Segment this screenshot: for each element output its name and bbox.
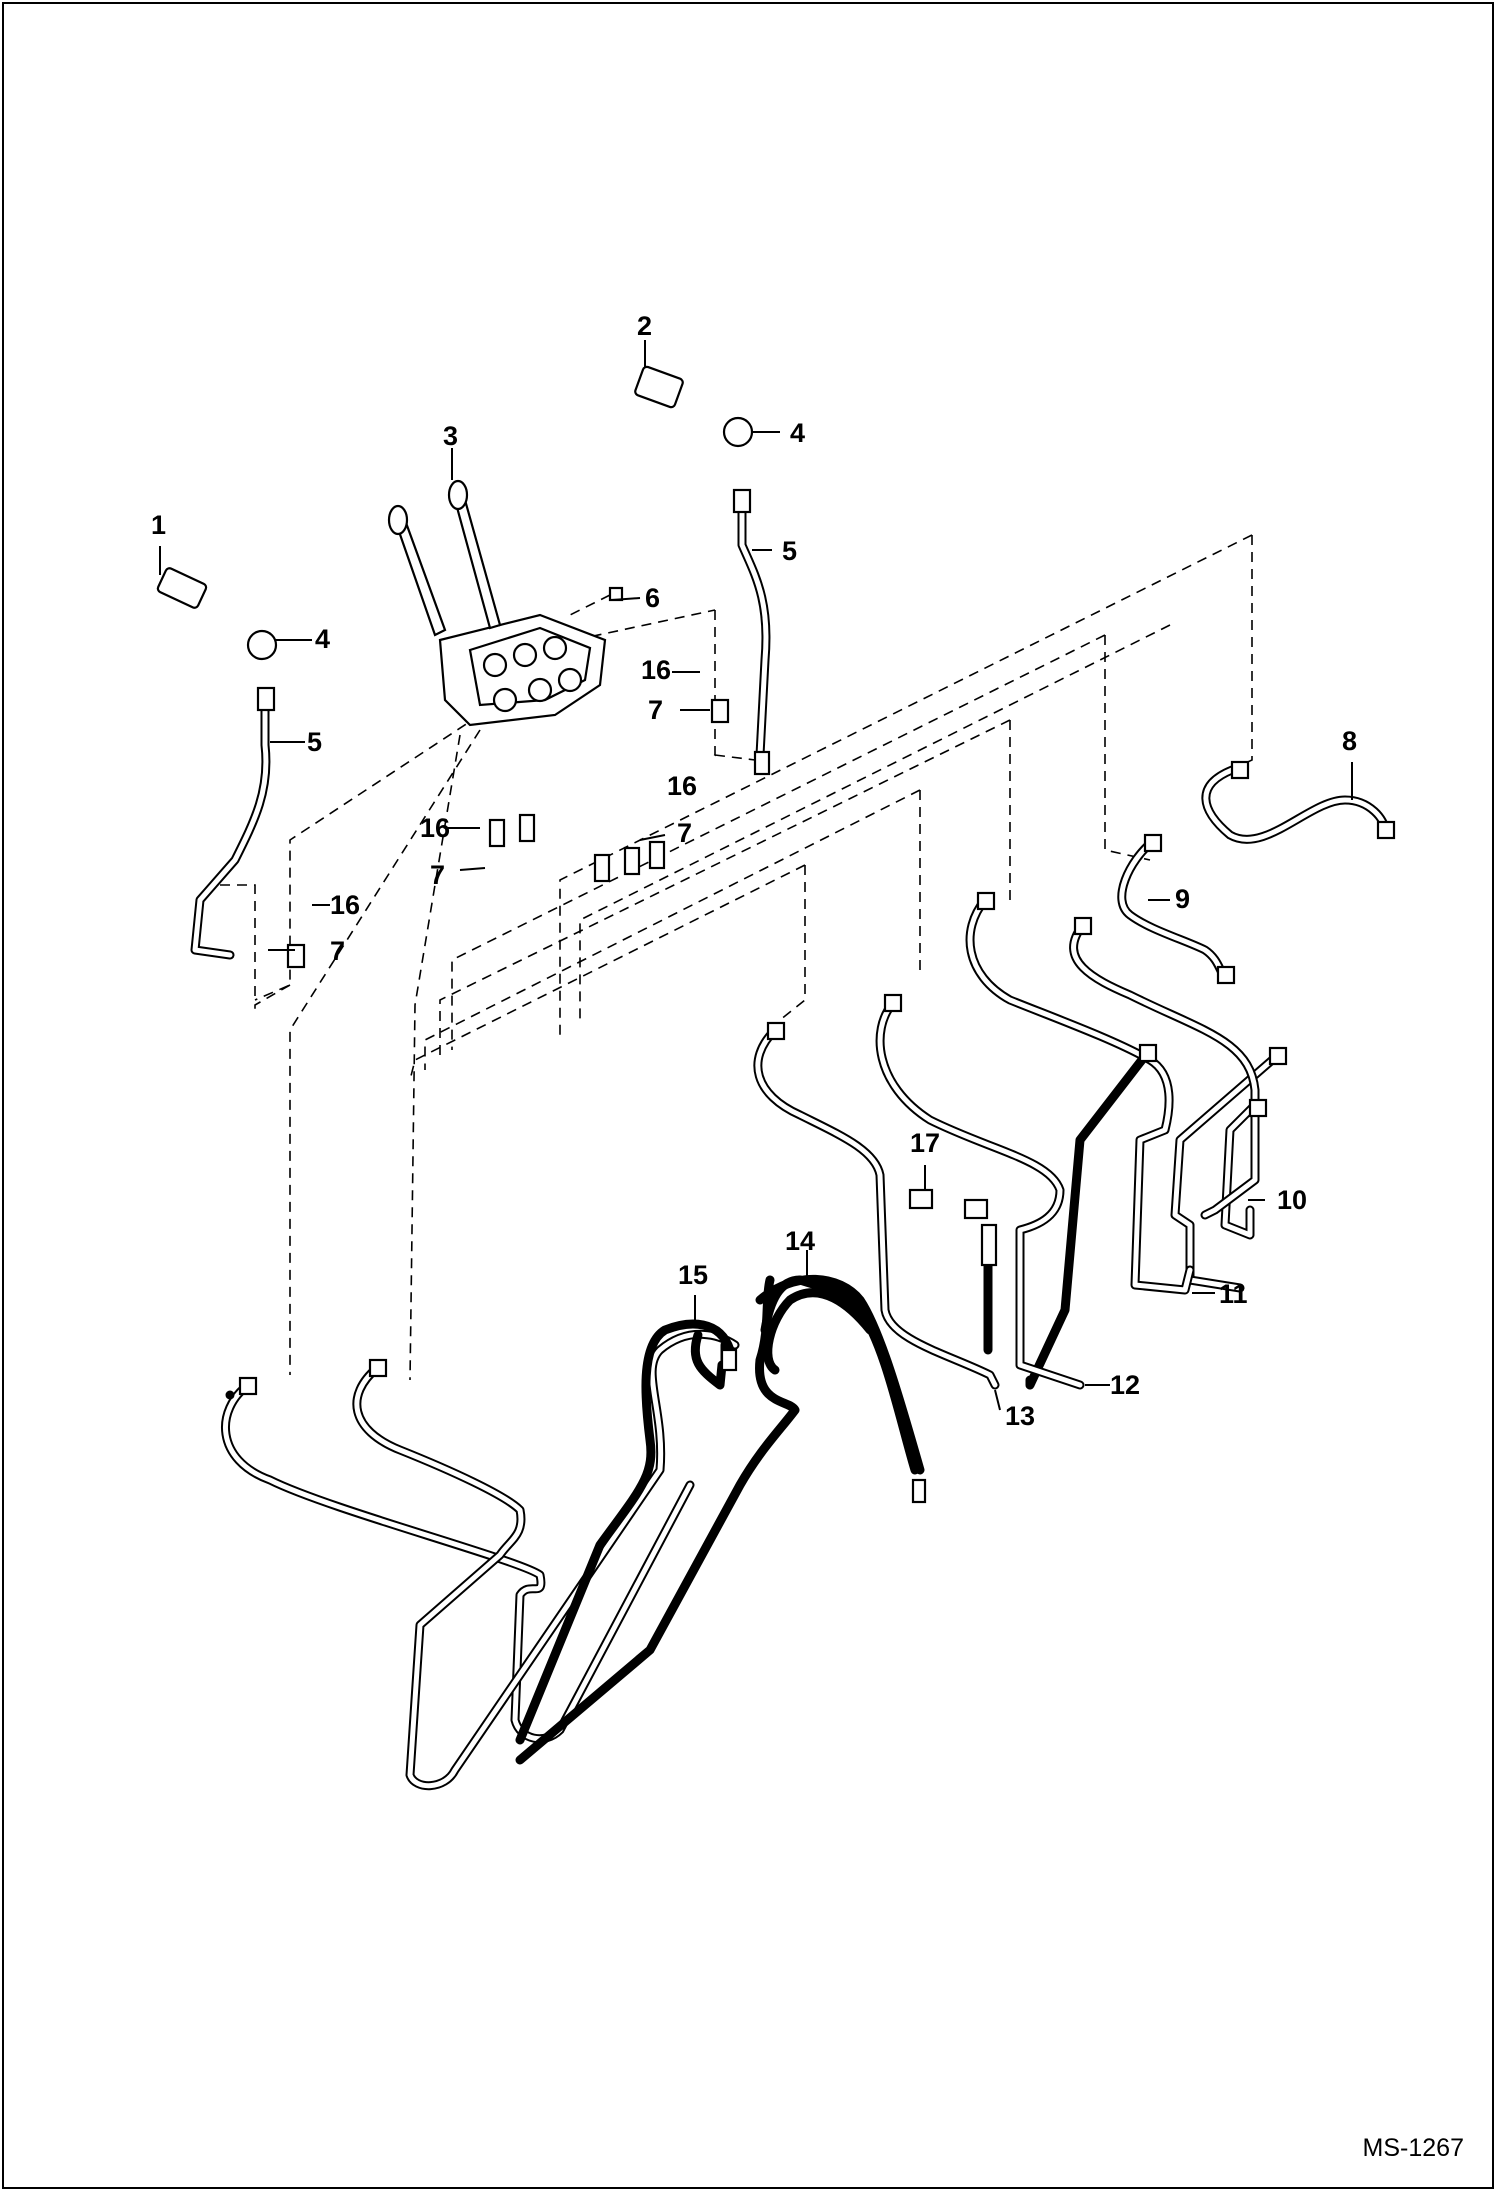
control-valve: [387, 479, 666, 883]
hose-lines: [190, 505, 1390, 1791]
callout-17: 17: [910, 1128, 941, 1158]
callout-5-left: 5: [307, 727, 323, 757]
callout-12: 12: [1110, 1370, 1141, 1400]
callout-6: 6: [645, 583, 661, 613]
callout-8: 8: [1342, 726, 1358, 756]
callout-16-lower: 16: [330, 890, 361, 920]
callout-15: 15: [678, 1260, 709, 1290]
callout-7-right: 7: [677, 818, 693, 848]
drawing-reference-number: MS-1267: [1362, 2134, 1464, 2162]
callout-1: 1: [151, 510, 167, 540]
callout-3: 3: [443, 421, 459, 451]
dashed-routing-lines: [220, 534, 1253, 1381]
fittings: [156, 365, 1396, 1504]
callout-4-right: 4: [790, 418, 806, 448]
callout-16-right: 16: [667, 771, 698, 801]
leader-lines: [159, 340, 1353, 1411]
callout-7-lower: 7: [330, 936, 346, 966]
callout-2: 2: [637, 311, 653, 341]
callout-11: 11: [1219, 1279, 1248, 1309]
callout-7-left: 7: [430, 860, 446, 890]
callout-9: 9: [1175, 884, 1191, 914]
callout-16-upper: 16: [641, 655, 672, 685]
callout-4-left: 4: [315, 624, 331, 654]
callout-16-left: 16: [420, 813, 451, 843]
callout-14: 14: [785, 1226, 816, 1256]
callout-10: 10: [1277, 1185, 1308, 1215]
callout-7-upper: 7: [648, 695, 664, 725]
callout-13: 13: [1005, 1401, 1036, 1431]
callout-5-right: 5: [782, 536, 798, 566]
